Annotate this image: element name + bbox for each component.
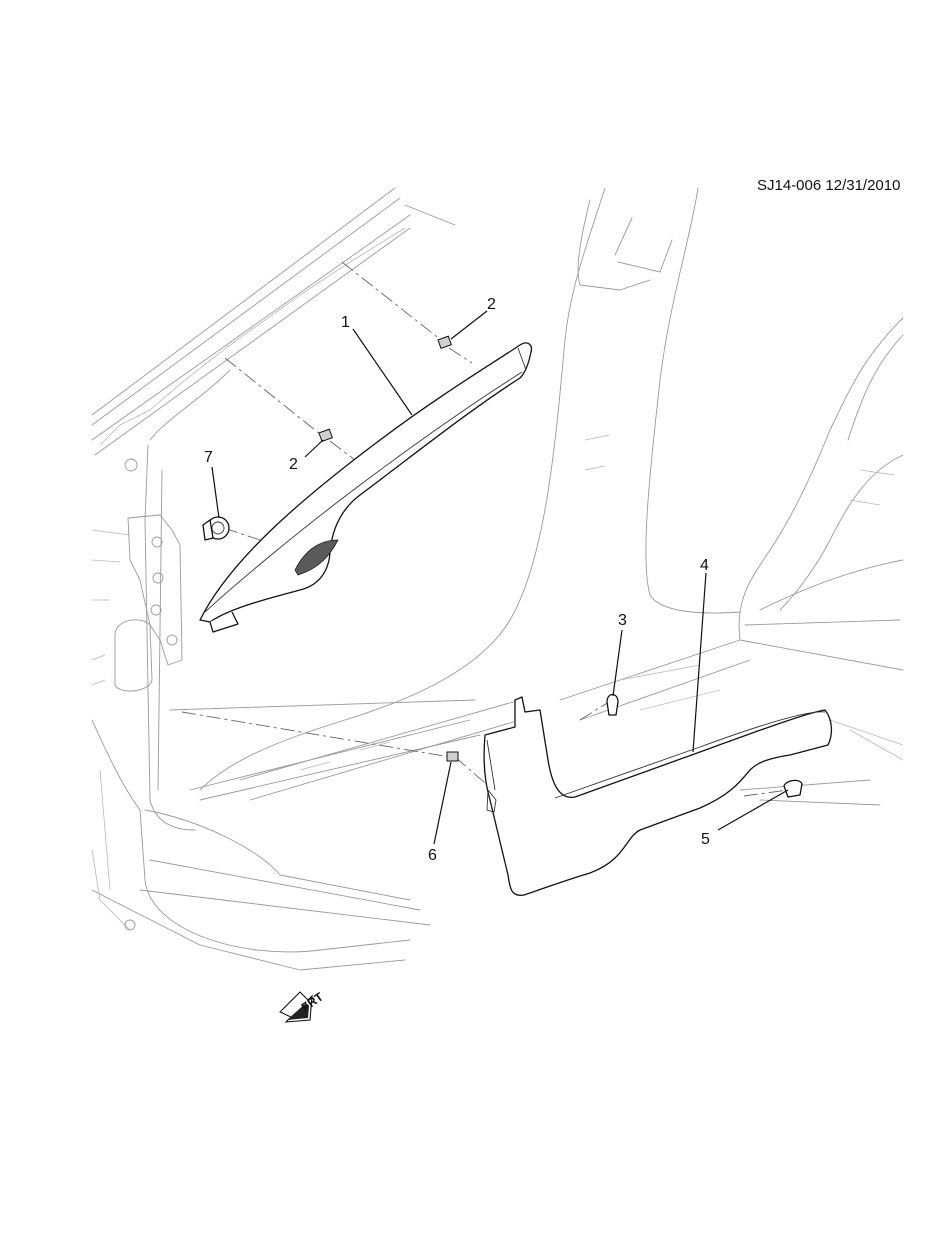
tweeter-speaker	[202, 516, 230, 541]
vehicle-body-outline	[91, 187, 904, 971]
callout-1: 1	[341, 314, 350, 331]
front-door-sill-plate	[483, 696, 833, 896]
callout-2-lower: 2	[289, 456, 298, 473]
leader-lines	[211, 310, 789, 845]
retainer-clip-lower	[318, 428, 333, 443]
retainer-clip-upper	[437, 335, 452, 350]
callout-labels: 1 2 2 3 4 5 6 7	[204, 296, 710, 864]
front-direction-arrow: FRT	[279, 989, 326, 1023]
callout-6: 6	[428, 847, 437, 864]
retainer-clip-sill	[446, 751, 459, 762]
rear-push-pin	[783, 779, 803, 798]
reference-code: SJ14-006 12/31/2010	[757, 177, 901, 194]
callout-7: 7	[204, 449, 213, 466]
callout-3: 3	[618, 612, 627, 629]
callout-5: 5	[701, 831, 710, 848]
windshield-pillar-garnish	[199, 342, 533, 633]
callout-2-upper: 2	[487, 296, 496, 313]
callout-4: 4	[700, 557, 709, 574]
fasteners	[202, 335, 803, 798]
push-pin-retainer	[606, 693, 619, 716]
